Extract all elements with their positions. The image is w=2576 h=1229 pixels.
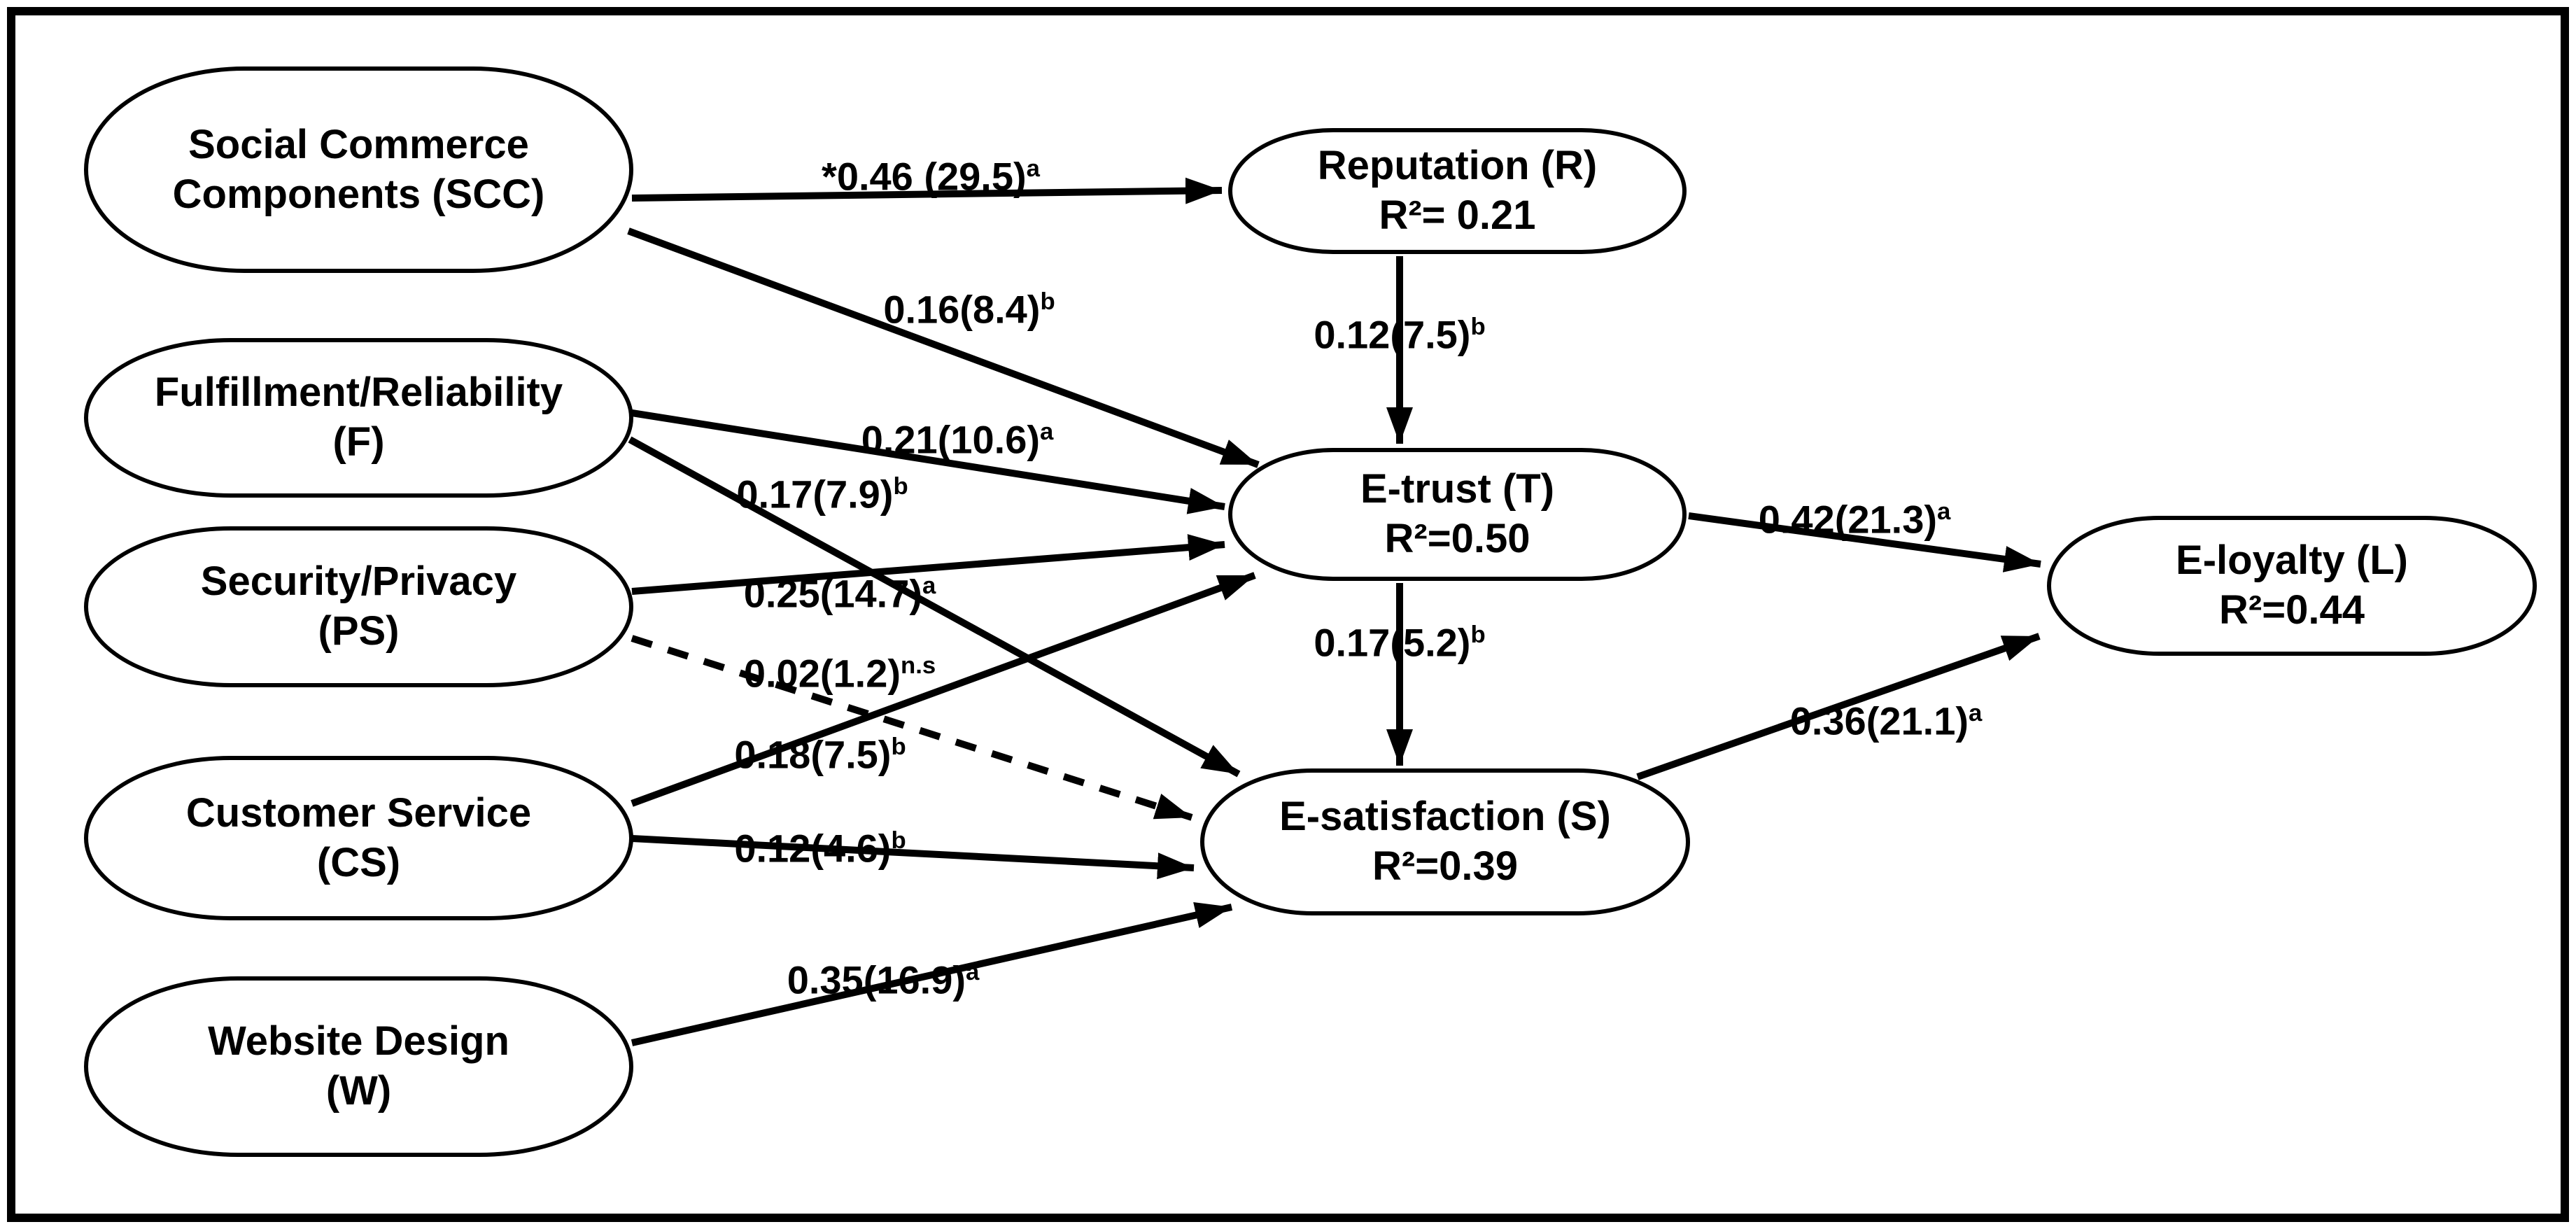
node-label-line1: E-trust (T) (1360, 466, 1555, 512)
edge-label-websitedesign-esatisfaction: 0.35(16.9)a (787, 957, 980, 1003)
path-coefficient: 0.35(16.9) (787, 957, 966, 1002)
node-esatisfaction: E-satisfaction (S) R²=0.39 (1200, 768, 1690, 915)
arrow-fulfillment-to-etrust (631, 409, 1225, 514)
significance-marker: a (965, 958, 980, 985)
significance-marker: a (1968, 699, 1983, 726)
arrow-scc-to-reputation (631, 177, 1223, 204)
arrow-customerservice-to-esatisfaction (631, 835, 1195, 880)
node-etrust: E-trust (T) R²=0.50 (1228, 448, 1687, 581)
node-label-line1: Reputation (R) (1317, 143, 1598, 189)
significance-marker: b (1040, 288, 1055, 315)
node-label-line2: (F) (332, 419, 385, 465)
significance-marker: n.s (900, 652, 936, 679)
node-label-line1: E-satisfaction (S) (1279, 794, 1611, 840)
edge-label-security-etrust: 0.25(14.7)a (744, 571, 936, 617)
path-coefficient: 0.17(5.2) (1314, 620, 1471, 665)
significance-marker: a (1026, 155, 1040, 182)
node-label-line1: Social Commerce (188, 121, 529, 167)
node-eloyalty: E-loyalty (L) R²=0.44 (2047, 516, 2537, 656)
significance-marker: b (1470, 621, 1486, 648)
node-label-line1: Customer Service (185, 789, 532, 836)
edge-label-fulfillment-esatisfaction: 0.17(7.9)b (736, 472, 908, 517)
edge-label-security-esatisfaction: 0.02(1.2)n.s (744, 651, 936, 696)
diagram-frame (7, 7, 2569, 1222)
node-social-commerce-components: Social Commerce Components (SCC) (84, 66, 633, 273)
node-label-line1: E-loyalty (L) (2176, 538, 2408, 584)
path-coefficient: 0.17(7.9) (736, 472, 894, 517)
path-coefficient: *0.46 (29.5) (822, 154, 1027, 199)
path-coefficient: 0.36(21.1) (1789, 698, 1969, 743)
arrow-websitedesign-to-esatisfaction (631, 901, 1233, 1046)
node-fulfillment-reliability: Fulfillment/Reliability (F) (84, 338, 633, 498)
edge-label-scc-etrust: 0.16(8.4)b (883, 287, 1055, 332)
node-label-line1: Fulfillment/Reliability (154, 370, 563, 416)
node-label-line2: Components (SCC) (172, 171, 545, 217)
node-reputation: Reputation (R) R²= 0.21 (1228, 128, 1687, 254)
significance-marker: b (891, 827, 906, 854)
path-coefficient: 0.02(1.2) (743, 651, 901, 696)
significance-marker: b (1470, 313, 1486, 340)
path-coefficient: 0.18(7.5) (734, 732, 892, 777)
significance-marker: b (893, 472, 908, 500)
node-r-squared: R²= 0.21 (1379, 192, 1536, 238)
node-website-design: Website Design (W) (84, 976, 633, 1157)
edge-label-reputation-etrust: 0.12(7.5)b (1314, 312, 1485, 358)
node-label-line2: (CS) (316, 839, 401, 885)
node-label-line1: Website Design (208, 1018, 509, 1065)
node-label-line2: (PS) (318, 608, 400, 654)
significance-marker: a (922, 572, 936, 599)
path-coefficient: 0.12(7.5) (1314, 312, 1471, 357)
node-label-line2: (W) (325, 1068, 392, 1114)
arrow-fulfillment-to-esatisfaction (628, 436, 1241, 778)
path-coefficient: 0.42(21.3) (1758, 497, 1937, 542)
path-coefficient: 0.21(10.6) (861, 417, 1040, 462)
significance-marker: a (1936, 498, 1951, 525)
node-label-line1: Security/Privacy (200, 559, 517, 605)
path-coefficient: 0.25(14.7) (743, 571, 922, 616)
arrow-etrust-to-eloyalty (1688, 512, 2041, 573)
path-coefficient: 0.16(8.4) (883, 287, 1041, 332)
node-r-squared: R²=0.50 (1384, 516, 1530, 561)
edge-label-esatisfaction-eloyalty: 0.36(21.1)a (1790, 698, 1983, 744)
path-coefficient: 0.12(4.6) (734, 826, 892, 871)
node-r-squared: R²=0.44 (2219, 587, 2365, 633)
edge-label-scc-reputation: *0.46 (29.5)a (822, 154, 1040, 199)
arrow-security-to-etrust (631, 534, 1225, 595)
edge-label-fulfillment-etrust: 0.21(10.6)a (861, 417, 1054, 463)
edge-label-etrust-eloyalty: 0.42(21.3)a (1759, 497, 1951, 542)
arrow-customerservice-to-etrust (631, 572, 1256, 807)
node-security-privacy: Security/Privacy (PS) (84, 526, 633, 687)
edge-label-etrust-esatisfaction: 0.17(5.2)b (1314, 620, 1485, 666)
arrow-esatisfaction-to-eloyalty (1636, 633, 2041, 780)
node-customer-service: Customer Service (CS) (84, 756, 633, 920)
edge-label-customerservice-etrust: 0.18(7.5)b (734, 732, 906, 778)
node-r-squared: R²=0.39 (1372, 843, 1518, 889)
significance-marker: a (1039, 418, 1054, 445)
edge-label-customerservice-esatisfaction: 0.12(4.6)b (734, 826, 906, 871)
significance-marker: b (891, 733, 906, 760)
arrow-scc-to-etrust (627, 227, 1260, 468)
